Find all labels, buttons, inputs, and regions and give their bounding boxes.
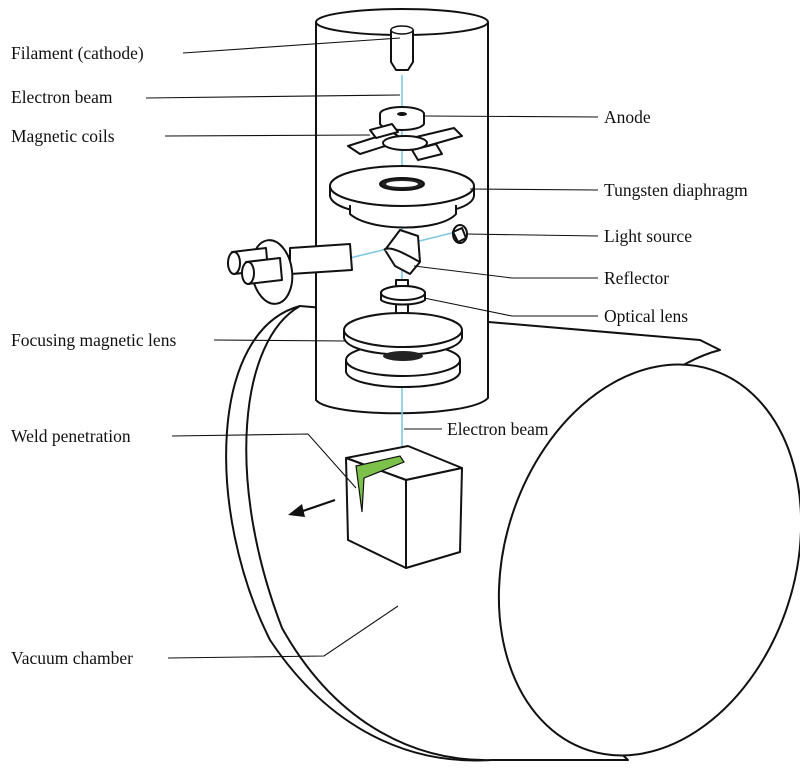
label-weld-penetration: Weld penetration xyxy=(11,426,131,446)
label-optical-lens: Optical lens xyxy=(604,306,688,326)
magnetic-coils xyxy=(347,123,463,161)
reflector xyxy=(383,229,421,275)
filament xyxy=(390,25,414,71)
light-source xyxy=(452,224,468,244)
tungsten-diaphragm xyxy=(329,165,475,229)
label-vacuum-chamber: Vacuum chamber xyxy=(11,648,133,668)
label-reflector: Reflector xyxy=(604,268,669,288)
motion-arrow xyxy=(288,498,336,517)
focusing-magnetic-lens xyxy=(343,312,463,388)
label-filament: Filament (cathode) xyxy=(11,43,144,63)
label-tungsten-diaphragm: Tungsten diaphragm xyxy=(604,180,748,200)
vacuum-chamber xyxy=(225,305,800,762)
workpiece xyxy=(345,445,463,569)
labels: Filament (cathode) Electron beam Magneti… xyxy=(11,43,748,668)
viewing-optics xyxy=(227,239,353,305)
label-magnetic-coils: Magnetic coils xyxy=(11,126,115,146)
label-light-source: Light source xyxy=(604,226,692,246)
label-anode: Anode xyxy=(604,107,651,127)
optical-lens xyxy=(380,279,426,331)
label-electron-beam-bottom: Electron beam xyxy=(447,419,549,439)
leader-lines xyxy=(145,37,599,659)
label-electron-beam-top: Electron beam xyxy=(11,87,113,107)
label-focusing-magnetic-lens: Focusing magnetic lens xyxy=(11,330,176,350)
